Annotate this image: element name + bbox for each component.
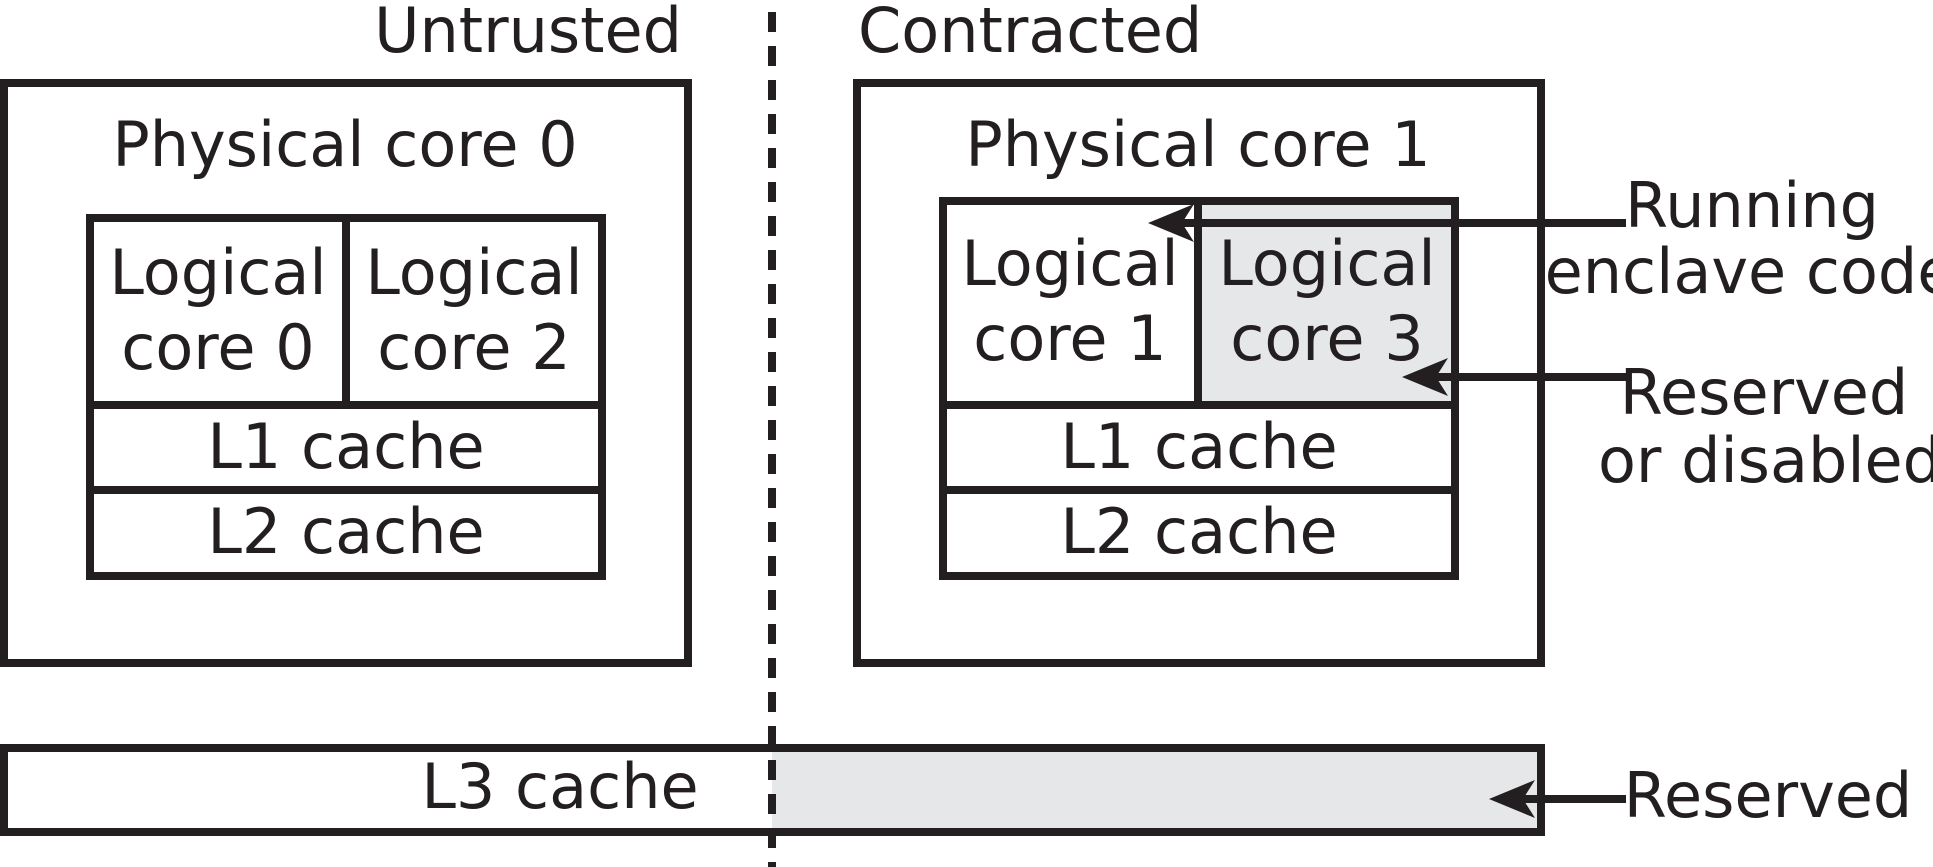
running-enclave-arrow: [1148, 204, 1626, 242]
logical-core-2-line1: Logical: [365, 236, 582, 309]
reserved-disabled-label-line1: Reserved: [1620, 356, 1909, 429]
physical-core-0-box: [0, 79, 692, 667]
reserved-disabled-label-line2: or disabled: [1598, 424, 1933, 497]
logical-core-3-line1: Logical: [1218, 227, 1435, 300]
running-label-line2: enclave code: [1545, 235, 1933, 308]
l3-cache: L3 cache: [0, 744, 1545, 836]
core-0-l1-cache-label: L1 cache: [207, 410, 484, 483]
logical-core-3-reserved-shade: [1200, 202, 1455, 404]
logical-core-0-line1: Logical: [109, 236, 326, 309]
reserved-disabled-arrow-head: [1402, 358, 1448, 396]
core-1-l1-cache-label: L1 cache: [1060, 410, 1337, 483]
running-arrow-head: [1148, 204, 1194, 242]
logical-core-2-line2: core 2: [377, 311, 570, 384]
contracted-label: Contracted: [858, 0, 1202, 67]
logical-core-0-line2: core 0: [121, 311, 314, 384]
running-label-line1: Running: [1625, 169, 1879, 242]
physical-core-1: Physical core 1 Logical core 1 Logical c…: [853, 79, 1545, 667]
logical-core-3-line2: core 3: [1230, 302, 1423, 375]
physical-core-1-title: Physical core 1: [965, 108, 1430, 181]
reserved-disabled-arrow: [1402, 358, 1626, 396]
l3-cache-box: [0, 744, 1545, 836]
logical-core-1-line1: Logical: [961, 227, 1178, 300]
reserved-l3-arrow-head: [1489, 780, 1535, 818]
untrusted-label: Untrusted: [374, 0, 682, 67]
logical-core-1-line2: core 1: [973, 302, 1166, 375]
core-1-l2-cache-label: L2 cache: [1060, 495, 1337, 568]
reserved-label: Reserved: [1624, 759, 1913, 832]
l3-cache-reserved-shade: [772, 748, 1540, 830]
l3-cache-label: L3 cache: [421, 750, 698, 823]
core-0-l2-cache-label: L2 cache: [207, 495, 484, 568]
physical-core-0: Physical core 0 Logical core 0 Logical c…: [0, 79, 692, 667]
physical-core-0-title: Physical core 0: [112, 108, 577, 181]
reserved-l3-arrow: [1489, 780, 1626, 818]
